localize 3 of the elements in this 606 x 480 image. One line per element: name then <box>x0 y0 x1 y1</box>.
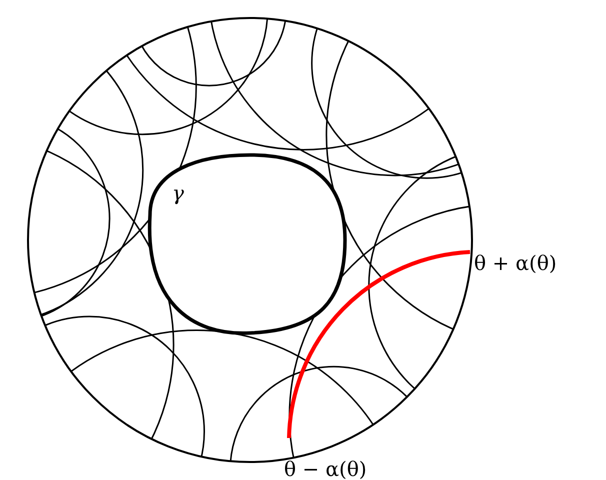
math-label: θ + α(θ) <box>474 252 557 274</box>
math-label: θ − α(θ) <box>284 458 367 480</box>
math-label: γ <box>172 182 184 204</box>
